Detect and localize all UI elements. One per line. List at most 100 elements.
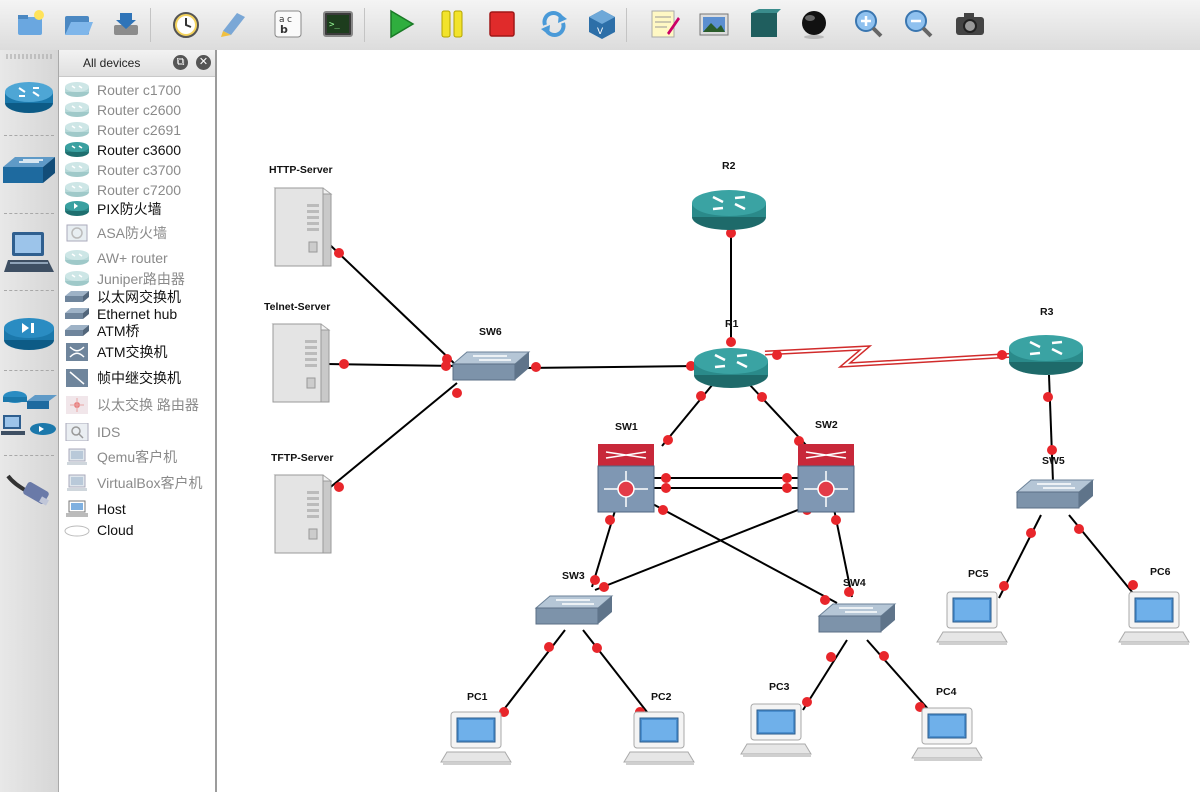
draw-ellipse-icon[interactable] [796,6,832,42]
port-status-dot [879,651,889,661]
l3-icon [63,396,91,414]
cable-link-category-icon[interactable] [0,470,58,510]
node-label: R3 [1040,306,1054,318]
insert-picture-icon[interactable] [696,6,732,42]
device-item[interactable]: 帧中继交换机 [63,368,213,388]
device-item[interactable]: IDS [63,422,213,442]
device-item[interactable]: 以太交换 路由器 [63,395,213,415]
save-project-icon[interactable] [108,6,144,42]
node-sw5[interactable] [1015,479,1095,509]
stop-icon[interactable] [484,6,520,42]
open-project-icon[interactable] [60,6,96,42]
node-telnet-server[interactable] [271,323,331,403]
port-status-dot [726,337,736,347]
zoom-in-icon[interactable] [850,6,886,42]
node-r1[interactable] [694,348,768,388]
start-icon[interactable] [382,6,418,42]
ethernet-link[interactable] [594,503,814,591]
device-item-label: Ethernet hub [97,306,178,322]
routers-category-icon[interactable] [0,76,58,116]
device-item[interactable]: AW+ router [63,248,213,268]
node-r3[interactable] [1009,335,1083,375]
toolbar-separator [150,8,151,42]
dock-grip[interactable] [6,54,52,59]
node-r2[interactable] [692,190,766,230]
new-project-icon[interactable] [12,6,48,42]
ethernet-link[interactable] [328,243,458,367]
port-status-dot [794,436,804,446]
device-item[interactable]: ASA防火墙 [63,223,213,243]
router-icon [63,81,91,99]
node-pc6[interactable] [1118,591,1190,645]
device-item[interactable]: Router c1700 [63,80,213,100]
ethernet-link[interactable] [648,501,838,604]
node-pc4[interactable] [911,707,983,761]
device-item[interactable]: ATM交换机 [63,342,213,362]
ethernet-link[interactable] [326,382,458,491]
device-item[interactable]: PIX防火墙 [63,199,213,219]
all-devices-category-icon[interactable] [0,385,58,445]
node-sw1[interactable] [597,444,655,513]
node-sw2[interactable] [797,444,855,513]
node-sw4[interactable] [817,603,897,633]
port-status-dot [592,643,602,653]
port-status-dot [499,707,509,717]
device-item[interactable]: Router c3700 [63,160,213,180]
ethernet-link[interactable] [501,629,566,713]
console-icon[interactable]: >_ [320,6,356,42]
node-sw3[interactable] [534,595,614,625]
clock-snapshot-icon[interactable] [168,6,204,42]
ethernet-link[interactable] [582,629,648,713]
draw-rectangle-icon[interactable] [746,6,782,42]
device-item[interactable]: ATM桥 [63,321,213,341]
import-export-icon[interactable] [216,6,252,42]
node-tftp-server[interactable] [273,474,333,554]
device-item[interactable]: Ethernet hub [63,304,213,324]
end-devices-category-icon[interactable] [0,230,58,276]
node-label: SW1 [615,421,638,433]
device-type-dock [0,50,59,792]
atm-icon [63,343,91,361]
device-item[interactable]: Cloud [63,520,213,540]
security-devices-category-icon[interactable] [0,314,58,352]
node-http-server[interactable] [273,187,333,267]
switches-category-icon[interactable] [0,155,58,187]
port-status-dot [334,248,344,258]
device-item[interactable]: Host [63,499,213,519]
device-item[interactable]: Router c3600 [63,140,213,160]
screenshot-icon[interactable] [952,6,988,42]
close-panel-icon[interactable]: ✕ [196,55,211,70]
port-status-dot [802,697,812,707]
port-status-dot [686,361,696,371]
pause-icon[interactable] [434,6,470,42]
node-pc5[interactable] [936,591,1008,645]
device-item[interactable]: 以太网交换机 [63,287,213,307]
device-item[interactable]: Router c7200 [63,180,213,200]
node-pc3[interactable] [740,703,812,757]
toolbar-separator [364,8,365,42]
zoom-out-icon[interactable] [900,6,936,42]
router-icon [63,181,91,199]
ethernet-link[interactable] [866,639,930,711]
device-item[interactable]: VirtualBox客户机 [63,473,213,493]
node-pc2[interactable] [623,711,695,765]
node-pc1[interactable] [440,711,512,765]
device-item[interactable]: Qemu客户机 [63,447,213,467]
cloud-icon [63,521,91,539]
virtualbox-icon[interactable]: V [584,6,620,42]
node-sw6[interactable] [451,351,531,381]
device-item[interactable]: Router c2600 [63,100,213,120]
device-item[interactable]: Juniper路由器 [63,269,213,289]
port-status-dot [334,482,344,492]
router-icon [63,270,91,288]
ethernet-link[interactable] [524,365,696,369]
node-label: PC5 [968,568,989,580]
port-status-dot [1047,445,1057,455]
device-item[interactable]: Router c2691 [63,120,213,140]
device-item-label: 以太交换 路由器 [97,397,199,413]
float-panel-icon[interactable]: ⧉ [173,55,188,70]
add-note-icon[interactable] [646,6,682,42]
reload-icon[interactable] [536,6,572,42]
